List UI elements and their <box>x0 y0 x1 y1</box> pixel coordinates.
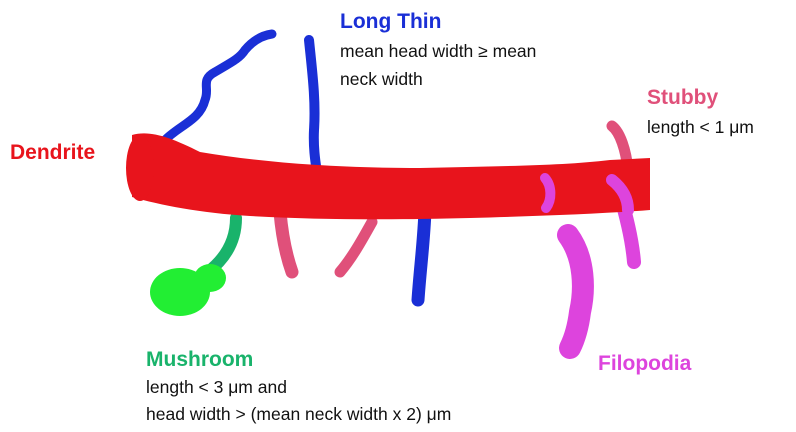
long-thin-spine-wavy <box>165 34 272 140</box>
dendrite-patch-pink <box>545 178 550 208</box>
long-thin-spine-vertical <box>309 40 318 180</box>
stubby-spine-lower-2 <box>340 222 372 272</box>
dendrite-shaft <box>132 133 650 219</box>
mushroom-title: Mushroom <box>146 348 253 372</box>
long-thin-title-text: Long Thin <box>340 10 441 33</box>
long-thin-title: Long Thin <box>340 10 441 34</box>
filopodia-spine-long <box>568 235 583 348</box>
long-thin-spine-lower <box>418 210 425 300</box>
mushroom-spine-neck <box>208 218 236 272</box>
dendrite-title: Dendrite <box>10 141 95 165</box>
long-thin-description-line-2: neck width <box>340 66 423 92</box>
filopodia-title: Filopodia <box>598 352 691 376</box>
mushroom-description-line-2: head width > (mean neck width x 2) μm <box>146 401 451 427</box>
stubby-title: Stubby <box>647 86 718 110</box>
stubby-spine-lower-1 <box>280 212 292 272</box>
long-thin-description-line-1: mean head width ≥ mean <box>340 38 536 64</box>
stubby-description: length < 1 μm <box>647 114 754 140</box>
dendrite-shaft-end <box>126 135 154 201</box>
mushroom-description-line-1: length < 3 μm and <box>146 374 287 400</box>
mushroom-spine-head-neck <box>194 264 226 292</box>
